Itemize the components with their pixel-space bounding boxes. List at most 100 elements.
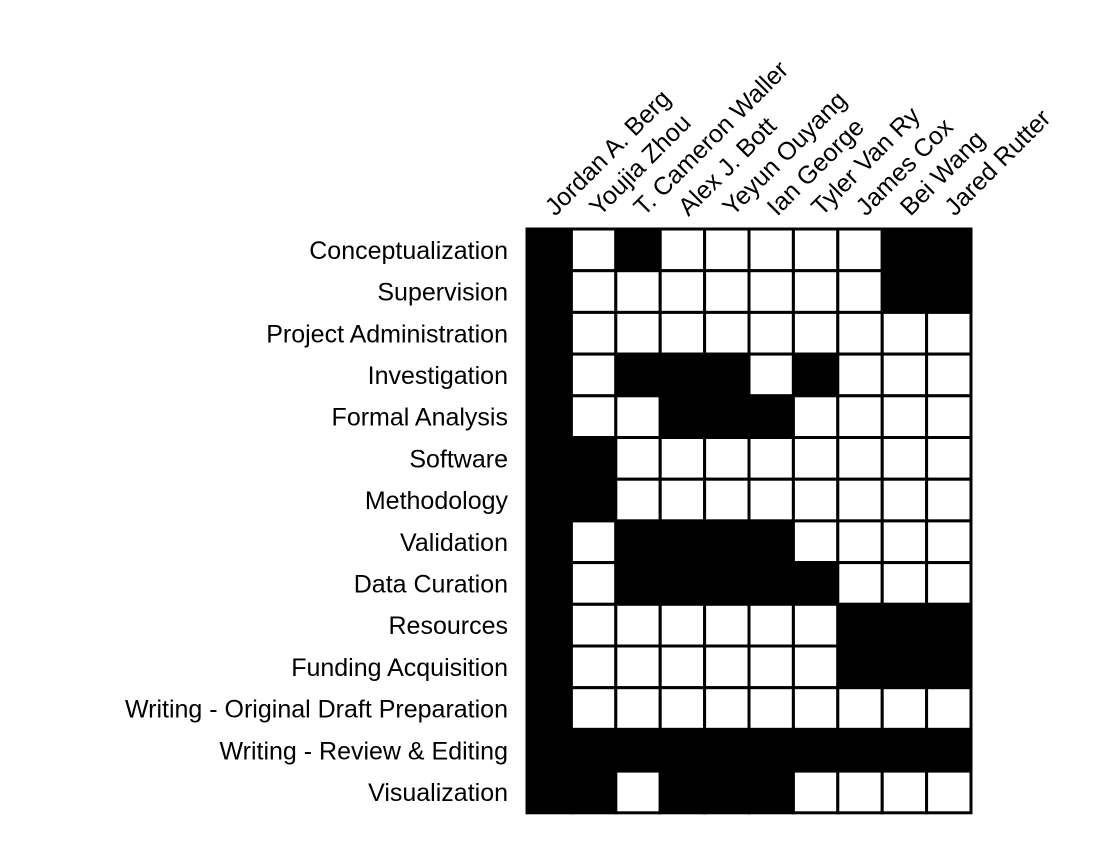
cell-funding-acquisition-jared-rutter bbox=[925, 644, 973, 690]
row-label-validation: Validation bbox=[400, 529, 508, 557]
cell-formal-analysis-james-cox bbox=[836, 394, 884, 439]
cell-methodology-james-cox bbox=[836, 477, 884, 523]
cell-visualization-james-cox bbox=[836, 769, 884, 815]
cell-writing-review-editing-alex-j-bott bbox=[658, 727, 707, 773]
cell-visualization-bei-wang bbox=[880, 769, 929, 815]
cell-software-tyler-van-ry bbox=[791, 436, 840, 481]
cell-methodology-t-cameron-waller bbox=[614, 477, 662, 523]
cell-formal-analysis-ian-george bbox=[747, 394, 795, 439]
cell-supervision-ian-george bbox=[747, 269, 795, 314]
cell-writing-review-editing-james-cox bbox=[836, 727, 884, 773]
cell-software-jordan-a-berg bbox=[525, 436, 573, 481]
cell-writing-review-editing-jordan-a-berg bbox=[525, 727, 573, 773]
cell-visualization-jared-rutter bbox=[925, 769, 973, 815]
cell-formal-analysis-jared-rutter bbox=[925, 394, 973, 439]
cell-conceptualization-yeyun-ouyang bbox=[703, 227, 751, 273]
cell-data-curation-jordan-a-berg bbox=[525, 561, 573, 606]
row-label-data-curation: Data Curation bbox=[354, 570, 508, 598]
row-label-supervision: Supervision bbox=[377, 279, 508, 307]
cell-writing-original-draft-preparation-yeyun-ouyang bbox=[703, 686, 751, 731]
cell-methodology-youjia-zhou bbox=[569, 477, 618, 523]
cell-data-curation-bei-wang bbox=[880, 561, 929, 606]
row-label-resources: Resources bbox=[389, 612, 509, 640]
cell-supervision-jared-rutter bbox=[925, 269, 973, 314]
cell-funding-acquisition-ian-george bbox=[747, 644, 795, 690]
row-label-methodology: Methodology bbox=[365, 487, 509, 515]
cell-visualization-ian-george bbox=[747, 769, 795, 815]
cell-visualization-tyler-van-ry bbox=[791, 769, 840, 815]
cell-validation-alex-j-bott bbox=[658, 519, 707, 565]
cell-resources-alex-j-bott bbox=[658, 602, 707, 648]
cell-investigation-alex-j-bott bbox=[658, 352, 707, 398]
cell-conceptualization-youjia-zhou bbox=[569, 227, 618, 273]
cell-validation-james-cox bbox=[836, 519, 884, 565]
cell-writing-review-editing-jared-rutter bbox=[925, 727, 973, 773]
cell-formal-analysis-tyler-van-ry bbox=[791, 394, 840, 439]
cell-project-administration-youjia-zhou bbox=[569, 310, 618, 356]
cell-validation-jared-rutter bbox=[925, 519, 973, 565]
cell-software-t-cameron-waller bbox=[614, 436, 662, 481]
cell-visualization-youjia-zhou bbox=[569, 769, 618, 815]
cell-methodology-alex-j-bott bbox=[658, 477, 707, 523]
cell-funding-acquisition-t-cameron-waller bbox=[614, 644, 662, 690]
cell-writing-review-editing-bei-wang bbox=[880, 727, 929, 773]
cell-supervision-jordan-a-berg bbox=[525, 269, 573, 314]
cell-conceptualization-jordan-a-berg bbox=[525, 227, 573, 273]
cell-project-administration-jordan-a-berg bbox=[525, 310, 573, 356]
cell-data-curation-yeyun-ouyang bbox=[703, 561, 751, 606]
cell-software-youjia-zhou bbox=[569, 436, 618, 481]
cell-software-yeyun-ouyang bbox=[703, 436, 751, 481]
cell-writing-review-editing-tyler-van-ry bbox=[791, 727, 840, 773]
cell-project-administration-t-cameron-waller bbox=[614, 310, 662, 356]
row-label-formal-analysis: Formal Analysis bbox=[332, 404, 508, 432]
cell-funding-acquisition-tyler-van-ry bbox=[791, 644, 840, 690]
cell-writing-review-editing-youjia-zhou bbox=[569, 727, 618, 773]
cell-conceptualization-alex-j-bott bbox=[658, 227, 707, 273]
cell-software-ian-george bbox=[747, 436, 795, 481]
cell-supervision-yeyun-ouyang bbox=[703, 269, 751, 314]
cell-writing-original-draft-preparation-bei-wang bbox=[880, 686, 929, 731]
cell-funding-acquisition-alex-j-bott bbox=[658, 644, 707, 690]
cell-investigation-bei-wang bbox=[880, 352, 929, 398]
cell-resources-jared-rutter bbox=[925, 602, 973, 648]
cell-project-administration-bei-wang bbox=[880, 310, 929, 356]
cell-validation-bei-wang bbox=[880, 519, 929, 565]
cell-investigation-james-cox bbox=[836, 352, 884, 398]
cell-conceptualization-tyler-van-ry bbox=[791, 227, 840, 273]
cell-formal-analysis-jordan-a-berg bbox=[525, 394, 573, 439]
cell-conceptualization-jared-rutter bbox=[925, 227, 973, 273]
cell-resources-ian-george bbox=[747, 602, 795, 648]
cell-formal-analysis-t-cameron-waller bbox=[614, 394, 662, 439]
cell-visualization-t-cameron-waller bbox=[614, 769, 662, 815]
cell-data-curation-alex-j-bott bbox=[658, 561, 707, 606]
cell-writing-original-draft-preparation-jordan-a-berg bbox=[525, 686, 573, 731]
cell-formal-analysis-alex-j-bott bbox=[658, 394, 707, 439]
cell-validation-ian-george bbox=[747, 519, 795, 565]
cell-supervision-alex-j-bott bbox=[658, 269, 707, 314]
cell-project-administration-yeyun-ouyang bbox=[703, 310, 751, 356]
cell-validation-yeyun-ouyang bbox=[703, 519, 751, 565]
cell-methodology-jordan-a-berg bbox=[525, 477, 573, 523]
cell-investigation-ian-george bbox=[747, 352, 795, 398]
cell-investigation-tyler-van-ry bbox=[791, 352, 840, 398]
cell-data-curation-james-cox bbox=[836, 561, 884, 606]
cell-resources-t-cameron-waller bbox=[614, 602, 662, 648]
cell-software-alex-j-bott bbox=[658, 436, 707, 481]
cell-investigation-youjia-zhou bbox=[569, 352, 618, 398]
cell-validation-jordan-a-berg bbox=[525, 519, 573, 565]
cell-writing-review-editing-t-cameron-waller bbox=[614, 727, 662, 773]
cell-visualization-jordan-a-berg bbox=[525, 769, 573, 815]
cell-data-curation-tyler-van-ry bbox=[791, 561, 840, 606]
cell-project-administration-james-cox bbox=[836, 310, 884, 356]
cell-supervision-tyler-van-ry bbox=[791, 269, 840, 314]
cell-validation-youjia-zhou bbox=[569, 519, 618, 565]
cell-investigation-t-cameron-waller bbox=[614, 352, 662, 398]
cell-resources-youjia-zhou bbox=[569, 602, 618, 648]
cell-funding-acquisition-yeyun-ouyang bbox=[703, 644, 751, 690]
cell-data-curation-jared-rutter bbox=[925, 561, 973, 606]
matrix-cells bbox=[525, 227, 973, 815]
cell-software-bei-wang bbox=[880, 436, 929, 481]
cell-conceptualization-bei-wang bbox=[880, 227, 929, 273]
